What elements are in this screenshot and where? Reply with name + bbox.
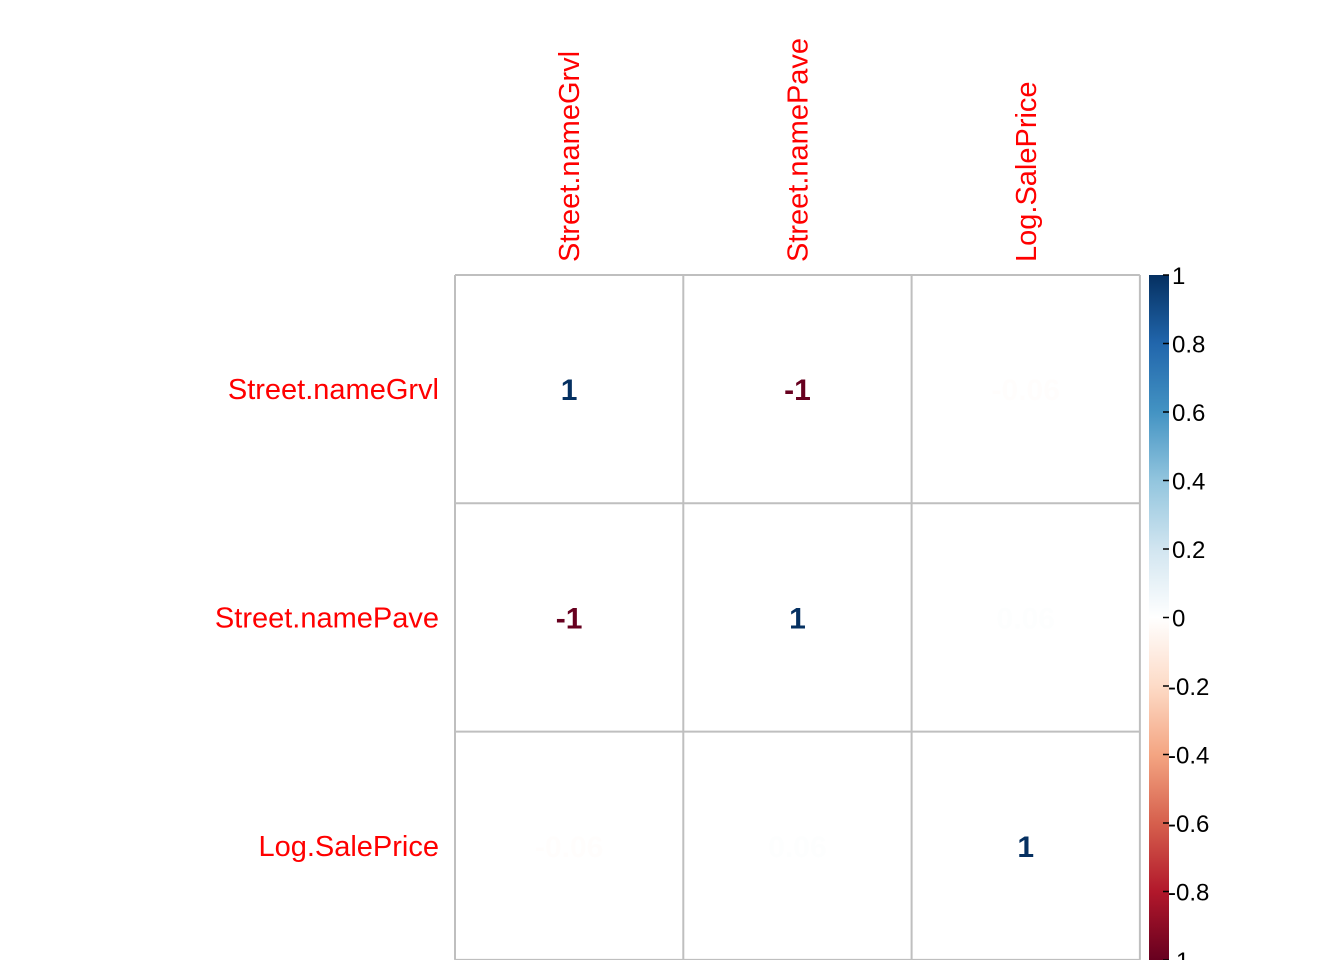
colorbar-tick-label: 0.8: [1172, 332, 1205, 359]
cell-value: 1: [1017, 831, 1034, 864]
cell-value: 1: [789, 602, 806, 635]
colorbar-tick-label: 0.4: [1172, 469, 1205, 496]
cell-value: 1: [561, 374, 578, 407]
colorbar-tick-label: 0.2: [1172, 537, 1205, 564]
matrix-cells: 1 -1 -0.06 -1 1 0.06 -0.06 0.06 1: [455, 275, 1140, 960]
cell-value: -1: [784, 374, 811, 407]
cell-1-0: [455, 503, 684, 732]
row-labels: Street.nameGrvlStreet.namePaveLog.SalePr…: [215, 374, 439, 863]
colorbar-tick-label: -1: [1168, 948, 1189, 960]
cell-2-2: [911, 731, 1140, 960]
colorbar-gradient: [1149, 275, 1169, 960]
colorbar-tick-label: -0.4: [1168, 743, 1209, 770]
cell-0-2: [911, 275, 1140, 504]
column-label: Street.namePave: [782, 38, 814, 262]
cell-2-1: [683, 731, 912, 960]
row-label: Log.SalePrice: [258, 831, 439, 863]
cell-value: 0.06: [997, 602, 1055, 635]
colorbar-tick-label: 1: [1172, 263, 1185, 290]
cell-value: -1: [556, 602, 583, 635]
column-labels: Street.nameGrvl Street.namePave Log.SalePr…: [554, 38, 1043, 262]
cell-0-0: [455, 275, 684, 504]
colorbar: 1 0.8 0.6 0.4 0.2 0 -0.2 -0.4 -0.6 -0.8 -1: [1149, 263, 1209, 960]
colorbar-tick-label: 0: [1172, 606, 1185, 633]
row-label: Street.namePave: [215, 602, 439, 634]
cell-1-1: [683, 503, 912, 732]
cell-value: 0.06: [768, 831, 826, 864]
cell-1-2: [911, 503, 1140, 732]
column-label: Log.SalePrice: [1011, 81, 1043, 262]
cell-value: -0.06: [992, 374, 1060, 407]
row-label: Street.nameGrvl: [228, 374, 439, 406]
cell-2-0: [455, 731, 684, 960]
colorbar-tick-label: 0.6: [1172, 400, 1205, 427]
colorbar-tick-label: -0.6: [1168, 811, 1209, 838]
cell-value: -0.06: [535, 831, 603, 864]
cell-0-1: [683, 275, 912, 504]
colorbar-tick-label: -0.2: [1168, 674, 1209, 701]
column-label: Street.nameGrvl: [554, 51, 586, 262]
colorbar-tick-label: -0.8: [1168, 880, 1209, 907]
